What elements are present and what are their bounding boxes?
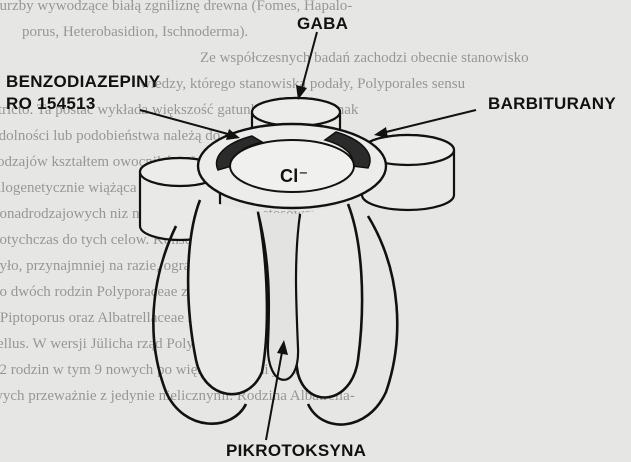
label-ro-154513: RO 154513: [6, 94, 96, 114]
receptor-body-left: [188, 200, 267, 394]
receptor-subunit-back-top: [252, 98, 340, 126]
receptor-body-right: [292, 204, 362, 397]
label-barbiturates: BARBITURANY: [488, 94, 616, 114]
arrow-barbiturates: [374, 110, 476, 138]
label-picrotoxin: PIKROTOKSYNA: [226, 441, 366, 461]
label-chloride: Cl⁻: [280, 166, 308, 187]
arrow-gaba: [296, 32, 317, 100]
label-benzodiazepines: BENZODIAZEPINY: [6, 72, 160, 92]
label-gaba: GABA: [297, 14, 348, 34]
